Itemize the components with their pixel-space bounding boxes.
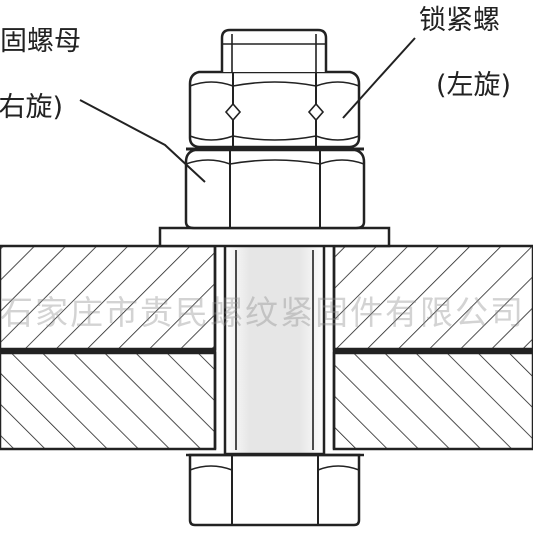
lock-nut-label-line2: (左旋) [436, 70, 512, 101]
lock-nut-leader-line [342, 37, 416, 119]
fixing-nut-label-line2: (右旋) [0, 92, 64, 123]
washer [158, 226, 391, 248]
lock-nut-label-line1: 锁紧螺 [419, 5, 500, 36]
fixing-nut-leader-line [79, 99, 206, 183]
lock-nut [188, 70, 361, 149]
upper-plate [0, 244, 533, 351]
bolt-thread-tip [220, 28, 328, 72]
watermark-text: 石家庄市贵民螺纹紧固件有限公司 [0, 293, 525, 332]
fixing-nut [184, 148, 366, 230]
bolt-head [186, 453, 364, 527]
bolt-shank [223, 242, 326, 456]
fixing-nut-label-line1: 固螺母 [0, 26, 81, 57]
